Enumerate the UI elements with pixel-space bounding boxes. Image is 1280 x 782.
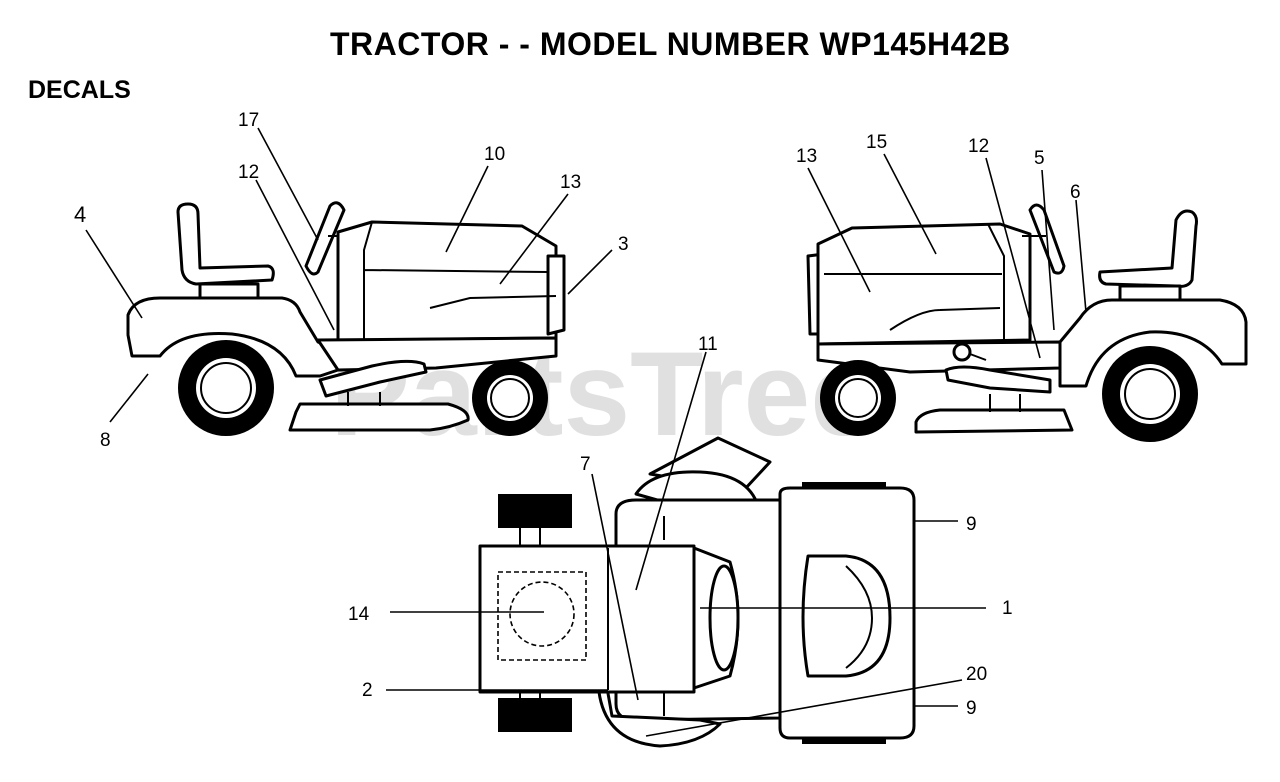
footrest-right	[944, 365, 1052, 394]
callout-left-12: 12	[238, 162, 259, 183]
mower-deck-left	[288, 402, 470, 432]
mower-deck-right	[914, 408, 1074, 434]
rear-fender-left	[126, 296, 340, 378]
footrest-left	[318, 359, 428, 398]
grille-left	[546, 254, 566, 336]
right-leaders	[807, 153, 1087, 359]
left-leaders	[85, 127, 613, 423]
rear-tire-top-upper	[498, 494, 572, 528]
callout-left-17: 17	[238, 110, 259, 131]
rear-fender-right	[1058, 298, 1248, 388]
seat-left	[176, 202, 275, 286]
deck-top	[596, 678, 722, 748]
callout-left-3: 3	[618, 234, 629, 255]
callout-right-12: 12	[968, 136, 989, 157]
callout-top-7: 7	[580, 454, 591, 475]
hood-right	[816, 222, 1032, 346]
chassis-line-left	[429, 295, 557, 309]
operator-platform-top	[478, 544, 696, 694]
hood-panel-left	[363, 221, 549, 340]
callout-left-10: 10	[484, 144, 505, 165]
callout-left-8: 8	[100, 430, 111, 451]
callout-top-11: 11	[698, 334, 718, 355]
callout-right-5: 5	[1034, 148, 1045, 169]
tractor-top-view	[478, 436, 916, 748]
seat-right	[1098, 209, 1198, 288]
tractor-right-view	[806, 203, 1248, 442]
top-leaders	[386, 351, 986, 737]
tractor-left-view	[126, 201, 566, 436]
decal-outline-top	[497, 571, 587, 661]
section-label-decals: DECALS	[28, 76, 131, 104]
decal-circle-top	[509, 581, 575, 647]
callout-top-9b: 9	[966, 698, 977, 719]
callout-right-13: 13	[796, 146, 817, 167]
hood-panel-right	[824, 223, 1005, 340]
page-title: TRACTOR - - MODEL NUMBER WP145H42B	[330, 26, 1011, 62]
callout-top-2: 2	[362, 680, 373, 701]
callout-right-6: 6	[1070, 182, 1081, 203]
callout-left-13: 13	[560, 172, 581, 193]
callout-top-1: 1	[1002, 598, 1013, 619]
callout-top-20: 20	[966, 664, 987, 685]
hood-left	[336, 220, 558, 342]
steering-wheel-left	[304, 201, 346, 276]
callout-top-14: 14	[348, 604, 370, 625]
callout-top-9a: 9	[966, 514, 977, 535]
callout-right-15: 15	[866, 132, 887, 153]
rear-tire-top-lower	[498, 698, 572, 732]
chassis-left	[316, 336, 558, 372]
callout-left-4: 4	[74, 202, 86, 227]
ignition-knob-right	[952, 342, 972, 362]
